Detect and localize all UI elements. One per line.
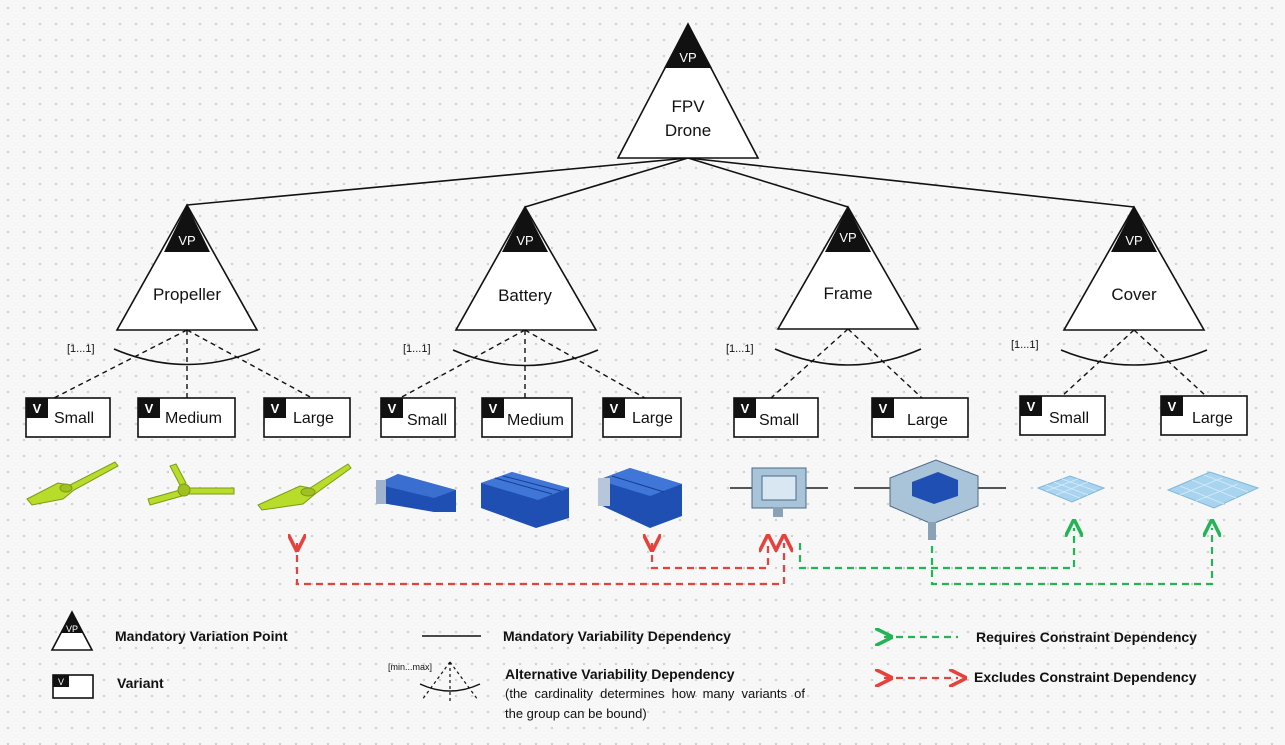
frame-large-image [854,459,1006,540]
variant-frame-small[interactable]: V Small [733,397,819,438]
propeller-large-image [257,463,352,511]
variant-label: Large [907,412,948,429]
cover-large-image [1166,471,1260,509]
variant-propeller-large[interactable]: V Large [263,397,351,438]
battery-label: Battery [498,286,552,305]
variant-label: Large [1192,410,1233,427]
legend-alternative-symbol: [min...max] [388,661,481,702]
variant-propeller-medium[interactable]: V Medium [137,397,236,438]
v-badge: V [610,401,619,416]
battery-large-image [598,468,682,528]
v-badge: V [1168,399,1177,414]
cover-label: Cover [1111,285,1157,304]
variant-label: Small [54,410,94,427]
variant-label: Small [1049,410,1089,427]
root-label-line1: FPV [671,97,705,116]
legend-vp-symbol: VP [50,610,94,651]
legend-alt-dep-title: Alternative Variability Dependency [505,666,735,682]
battery-cardinality: [1...1] [403,343,431,355]
variant-label: Medium [165,410,222,427]
propeller-small-image [26,461,119,506]
cover-vp-badge: VP [1125,233,1142,248]
legend-alt-dep-desc: (the cardinality determines how many var… [505,686,805,721]
variant-label: Small [407,412,447,429]
legend-v-badge: V [58,677,64,687]
variant-cover-large[interactable]: V Large [1160,395,1248,436]
cover-alternative-dependency: [1...1] [1011,329,1208,397]
variant-battery-medium[interactable]: V Medium [481,397,573,438]
cover-cardinality: [1...1] [1011,339,1039,351]
root-vp-badge: VP [679,50,696,65]
variant-battery-large[interactable]: V Large [602,397,682,438]
cover-small-image [1036,475,1106,503]
root-label-line2: Drone [665,121,711,140]
requires-constraints [798,528,1212,586]
variant-label: Small [759,412,799,429]
battery-small-image [376,474,456,512]
legend-vp-badge: VP [66,624,78,634]
propeller-cardinality: [1...1] [67,343,95,355]
v-badge: V [1027,399,1036,414]
vp-battery[interactable]: VP Battery [454,205,598,331]
legend-mandatory-dep-label: Mandatory Variability Dependency [503,628,731,644]
propeller-label: Propeller [153,285,221,304]
mandatory-dependencies [186,157,1135,208]
vp-cover[interactable]: VP Cover [1062,205,1206,331]
v-badge: V [388,401,397,416]
v-badge: V [33,401,42,416]
frame-small-image [730,467,828,517]
legend-mandatory-vp-label: Mandatory Variation Point [115,628,288,644]
legend-excludes-label: Excludes Constraint Dependency [974,669,1197,685]
propeller-alternative-dependency: [1...1] [53,329,313,399]
variant-label: Medium [507,412,564,429]
v-badge: V [271,401,280,416]
frame-cardinality: [1...1] [726,343,754,355]
variant-propeller-small[interactable]: V Small [25,397,111,438]
variant-cover-small[interactable]: V Small [1019,395,1106,436]
propeller-medium-image [147,463,235,506]
excludes-constraints [297,543,784,586]
frame-vp-badge: VP [839,230,856,245]
legend-requires-label: Requires Constraint Dependency [976,629,1197,645]
vp-propeller[interactable]: VP Propeller [115,203,259,331]
variant-label: Large [632,410,673,427]
vp-frame[interactable]: VP Frame [776,205,920,330]
variant-battery-small[interactable]: V Small [380,397,456,438]
variant-frame-large[interactable]: V Large [871,397,969,438]
v-badge: V [879,401,888,416]
legend-variant-label: Variant [117,675,164,691]
battery-medium-image [481,472,569,528]
battery-alternative-dependency: [1...1] [399,329,646,399]
v-badge: V [741,401,750,416]
propeller-vp-badge: VP [178,233,195,248]
legend-variant-symbol: V [52,674,94,699]
battery-vp-badge: VP [516,233,533,248]
root-variation-point[interactable]: VP FPV Drone [616,22,760,159]
frame-alternative-dependency: [1...1] [726,328,923,399]
frame-label: Frame [823,284,872,303]
v-badge: V [489,401,498,416]
variant-label: Large [293,410,334,427]
legend-alt-range: [min...max] [388,662,432,672]
v-badge: V [145,401,154,416]
